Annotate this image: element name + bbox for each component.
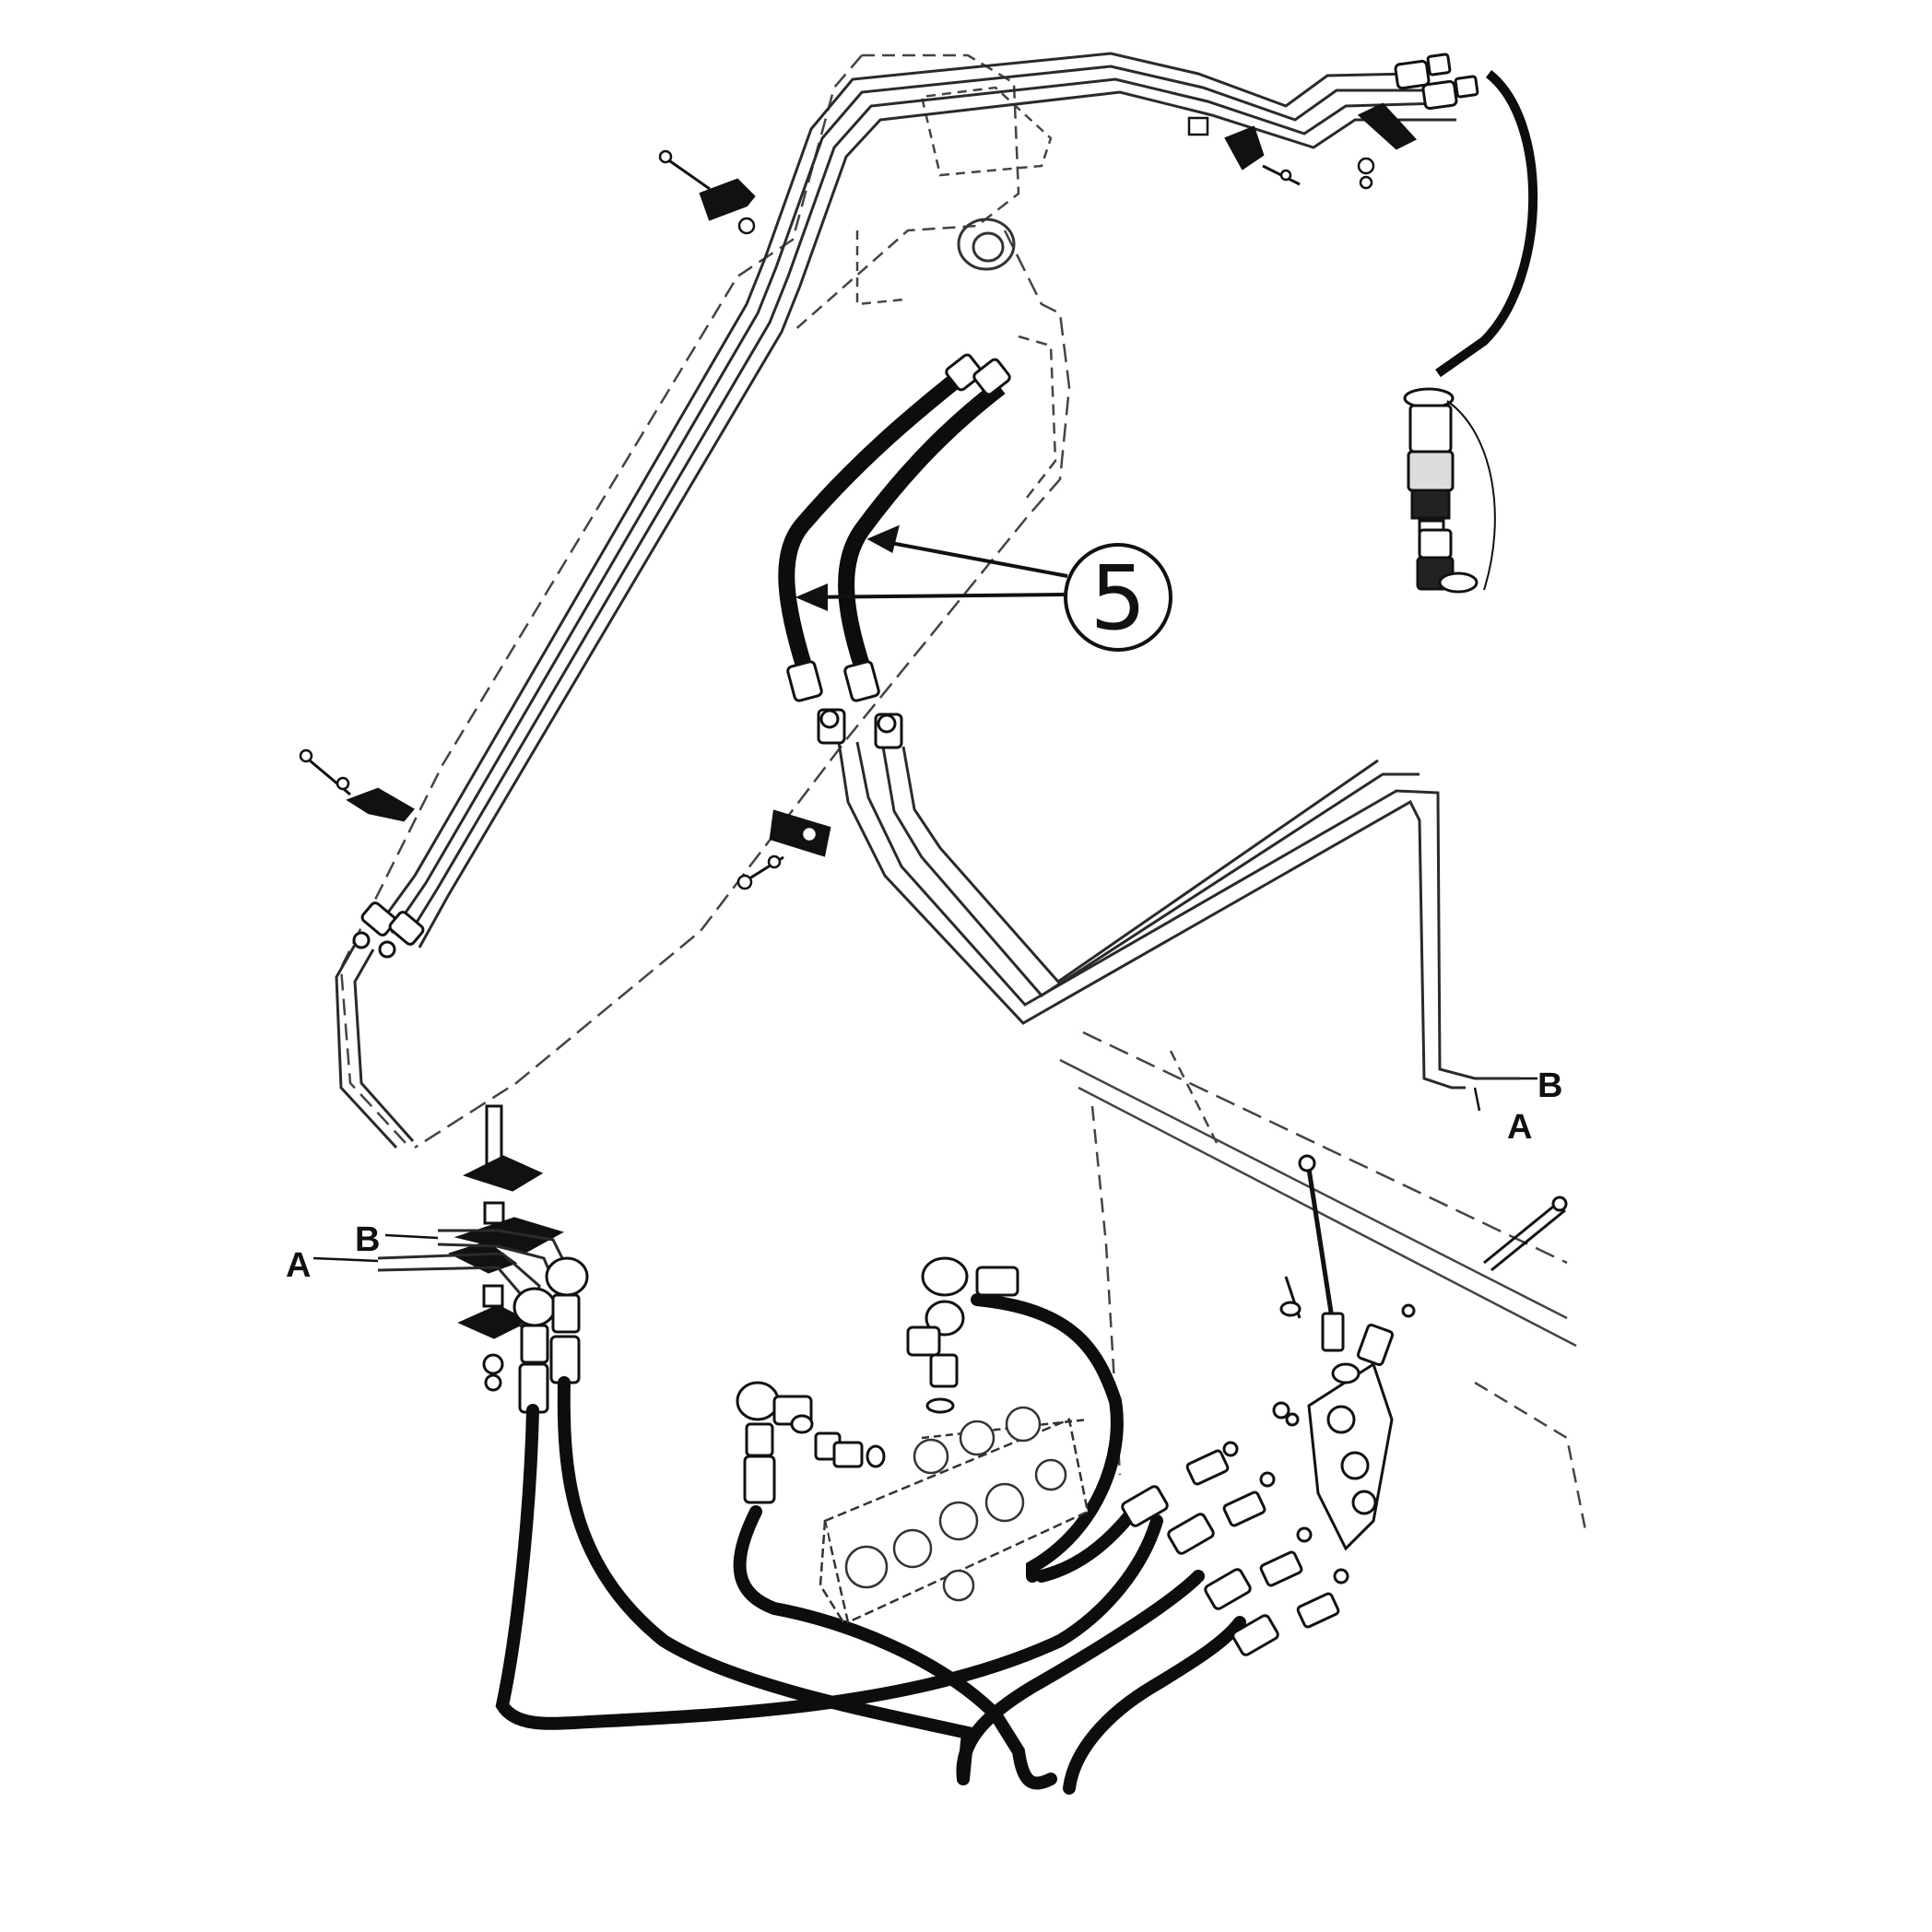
clamp-top-far-right [1357, 102, 1418, 190]
left-elbow-fittings [512, 1256, 589, 1414]
upper-steel-lines [376, 52, 1456, 948]
valve-lever-assembly [1272, 1154, 1416, 1551]
left-tube-fittings [352, 901, 425, 959]
lower-steel-lines [837, 741, 1521, 1090]
control-valve [819, 1406, 1090, 1624]
clamp-upper-right [1187, 116, 1301, 186]
boom-frame-outline [339, 53, 1071, 1149]
frame-bolt [1483, 1196, 1568, 1272]
left-return-tubes [335, 944, 415, 1149]
clamp-center [736, 809, 831, 890]
clamp-upper-left [658, 149, 756, 235]
valve-elbows [736, 1256, 1019, 1504]
port-b-right-label: B [1537, 1066, 1562, 1105]
port-b-left-label: B [355, 1220, 380, 1259]
quick-coupler [1403, 387, 1496, 594]
port-labels-right: B A [1473, 1066, 1562, 1147]
valve-hose-fittings [1121, 1441, 1349, 1656]
clamp-mid-left [299, 748, 415, 822]
callout-number-5: 5 [1064, 543, 1172, 652]
boom-pivot [957, 218, 1016, 271]
port-a-right-label: A [1507, 1108, 1532, 1147]
coupler-hose [1435, 70, 1538, 378]
lower-hoses [495, 1293, 1246, 1795]
callout-circle [1064, 543, 1172, 652]
port-a-left-label: A [286, 1246, 311, 1285]
hose-fittings-bottom [786, 660, 903, 749]
callout-text: 5 [1090, 547, 1146, 650]
callout-arrows [795, 524, 1068, 612]
hose-fittings-top [945, 353, 1011, 396]
callout-hoses [778, 371, 1006, 668]
upper-tube-fittings [1394, 53, 1479, 111]
port-labels-left: B A [286, 1220, 439, 1285]
